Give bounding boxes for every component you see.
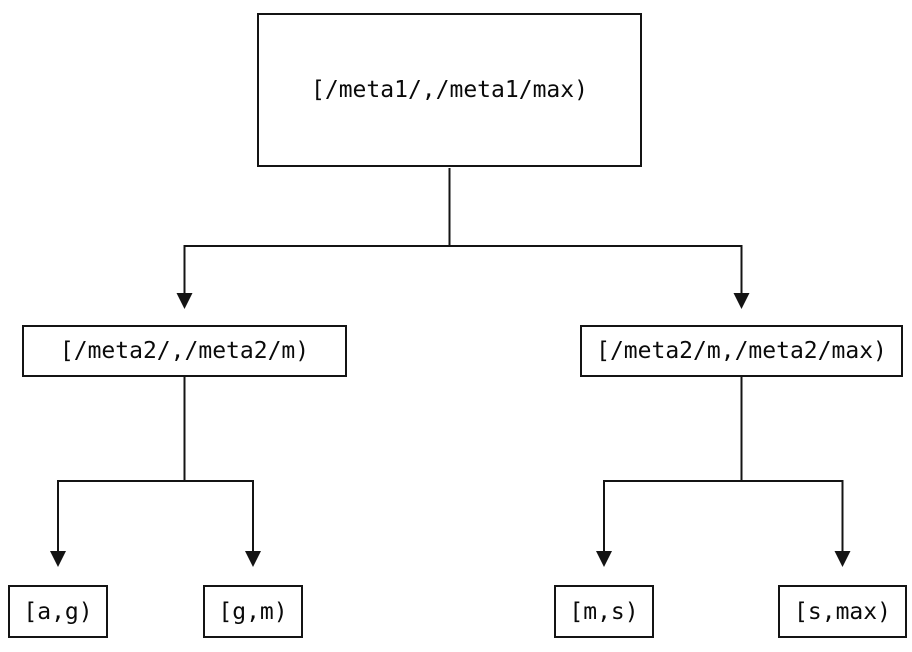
node-label: [/meta2/,/meta2/m) (59, 338, 310, 364)
arrowhead-icon (834, 551, 851, 567)
arrowhead-icon (245, 551, 261, 567)
node-label: [g,m) (218, 598, 288, 625)
arrowhead-icon (50, 551, 66, 567)
node-label: [/meta1/,/meta1/max) (311, 77, 588, 103)
node-label: [a,g) (23, 598, 93, 625)
node-leaf-a-g: [a,g) (8, 585, 108, 638)
node-leaf-s-max: [s,max) (778, 585, 907, 638)
arrowhead-icon (176, 293, 193, 309)
node-leaf-m-s: [m,s) (554, 585, 654, 638)
node-label: [m,s) (569, 598, 639, 625)
node-leaf-g-m: [g,m) (203, 585, 303, 638)
arrowhead-icon (596, 551, 612, 567)
node-label: [s,max) (794, 598, 891, 625)
node-meta2-left-interval: [/meta2/,/meta2/m) (22, 325, 347, 377)
node-label: [/meta2/m,/meta2/max) (596, 338, 887, 364)
node-meta2-right-interval: [/meta2/m,/meta2/max) (580, 325, 903, 377)
node-root-interval: [/meta1/,/meta1/max) (257, 13, 642, 167)
arrowhead-icon (733, 293, 750, 309)
